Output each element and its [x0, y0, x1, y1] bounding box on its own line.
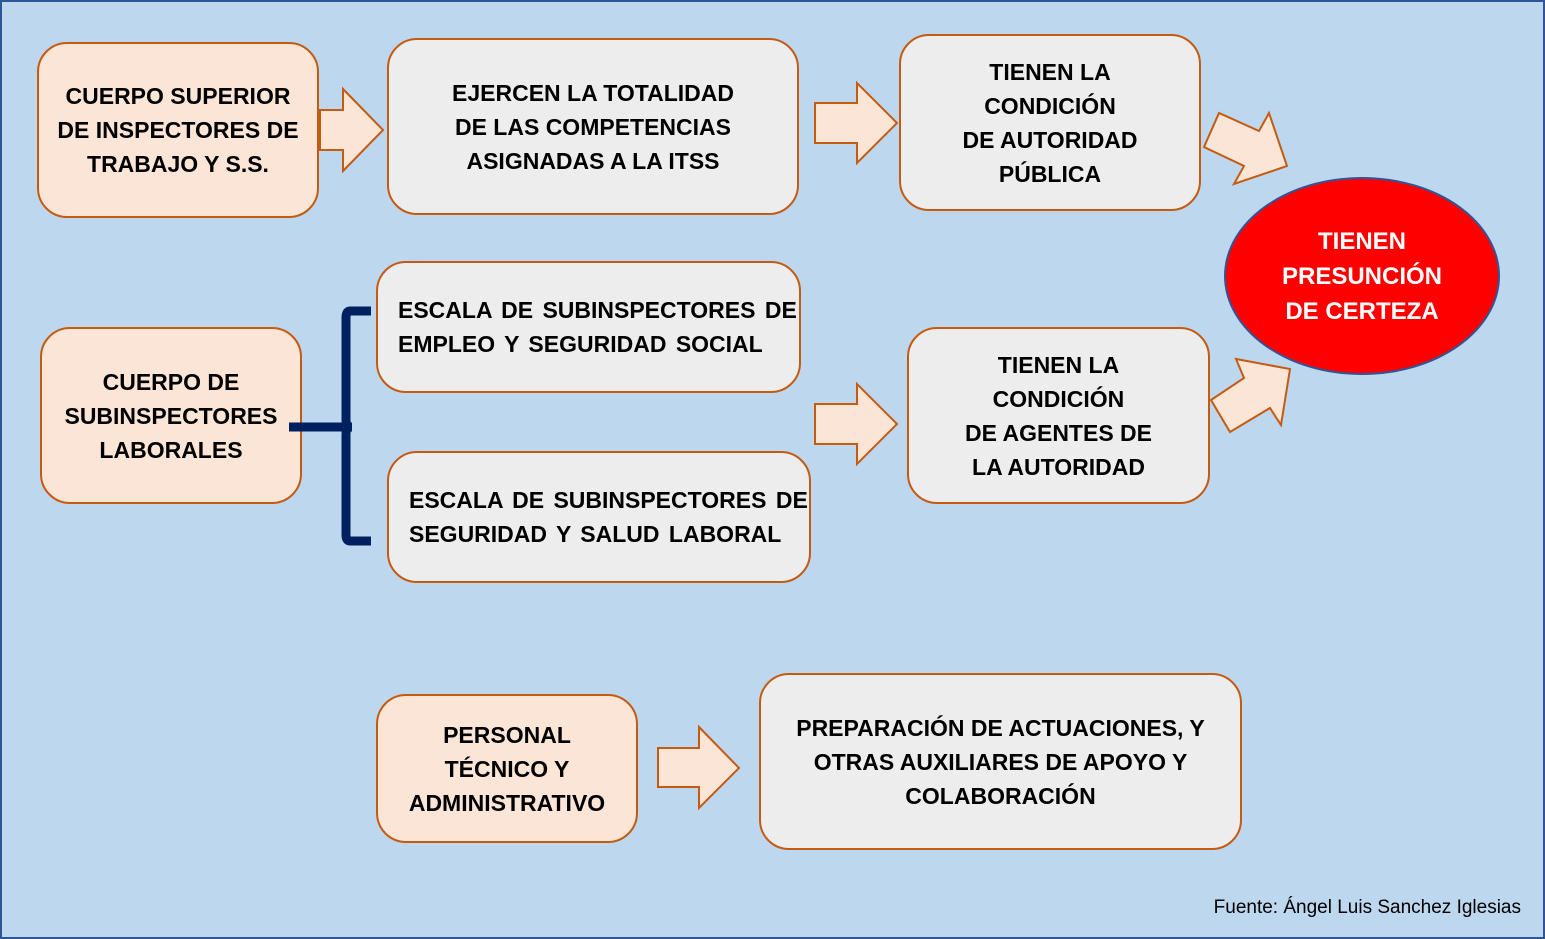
source-credit: Fuente: Ángel Luis Sanchez Iglesias	[1213, 897, 1521, 918]
cuerpo-superior-inspectores-box: CUERPO SUPERIOR DE INSPECTORES DE TRABAJ…	[37, 42, 319, 218]
agentes-autoridad-box: TIENEN LA CONDICIÓN DE AGENTES DE LA AUT…	[907, 327, 1210, 504]
presuncion-certeza-ellipse: TIENEN PRESUNCIÓN DE CERTEZA	[1224, 177, 1500, 375]
preparacion-actuaciones-box: PREPARACIÓN DE ACTUACIONES, Y OTRAS AUXI…	[759, 673, 1242, 850]
competencias-itss-box: EJERCEN LA TOTALIDAD DE LAS COMPETENCIAS…	[387, 38, 799, 215]
personal-tecnico-administrativo-box: PERSONAL TÉCNICO Y ADMINISTRATIVO	[376, 694, 638, 843]
cuerpo-subinspectores-box: CUERPO DE SUBINSPECTORES LABORALES	[40, 327, 302, 504]
escala-empleo-seguridad-social-box: ESCALA DE SUBINSPECTORES DE EMPLEO Y SEG…	[376, 261, 801, 393]
escala-seguridad-salud-laboral-box: ESCALA DE SUBINSPECTORES DE SEGURIDAD Y …	[387, 451, 811, 583]
autoridad-publica-box: TIENEN LA CONDICIÓN DE AUTORIDAD PÚBLICA	[899, 34, 1201, 211]
